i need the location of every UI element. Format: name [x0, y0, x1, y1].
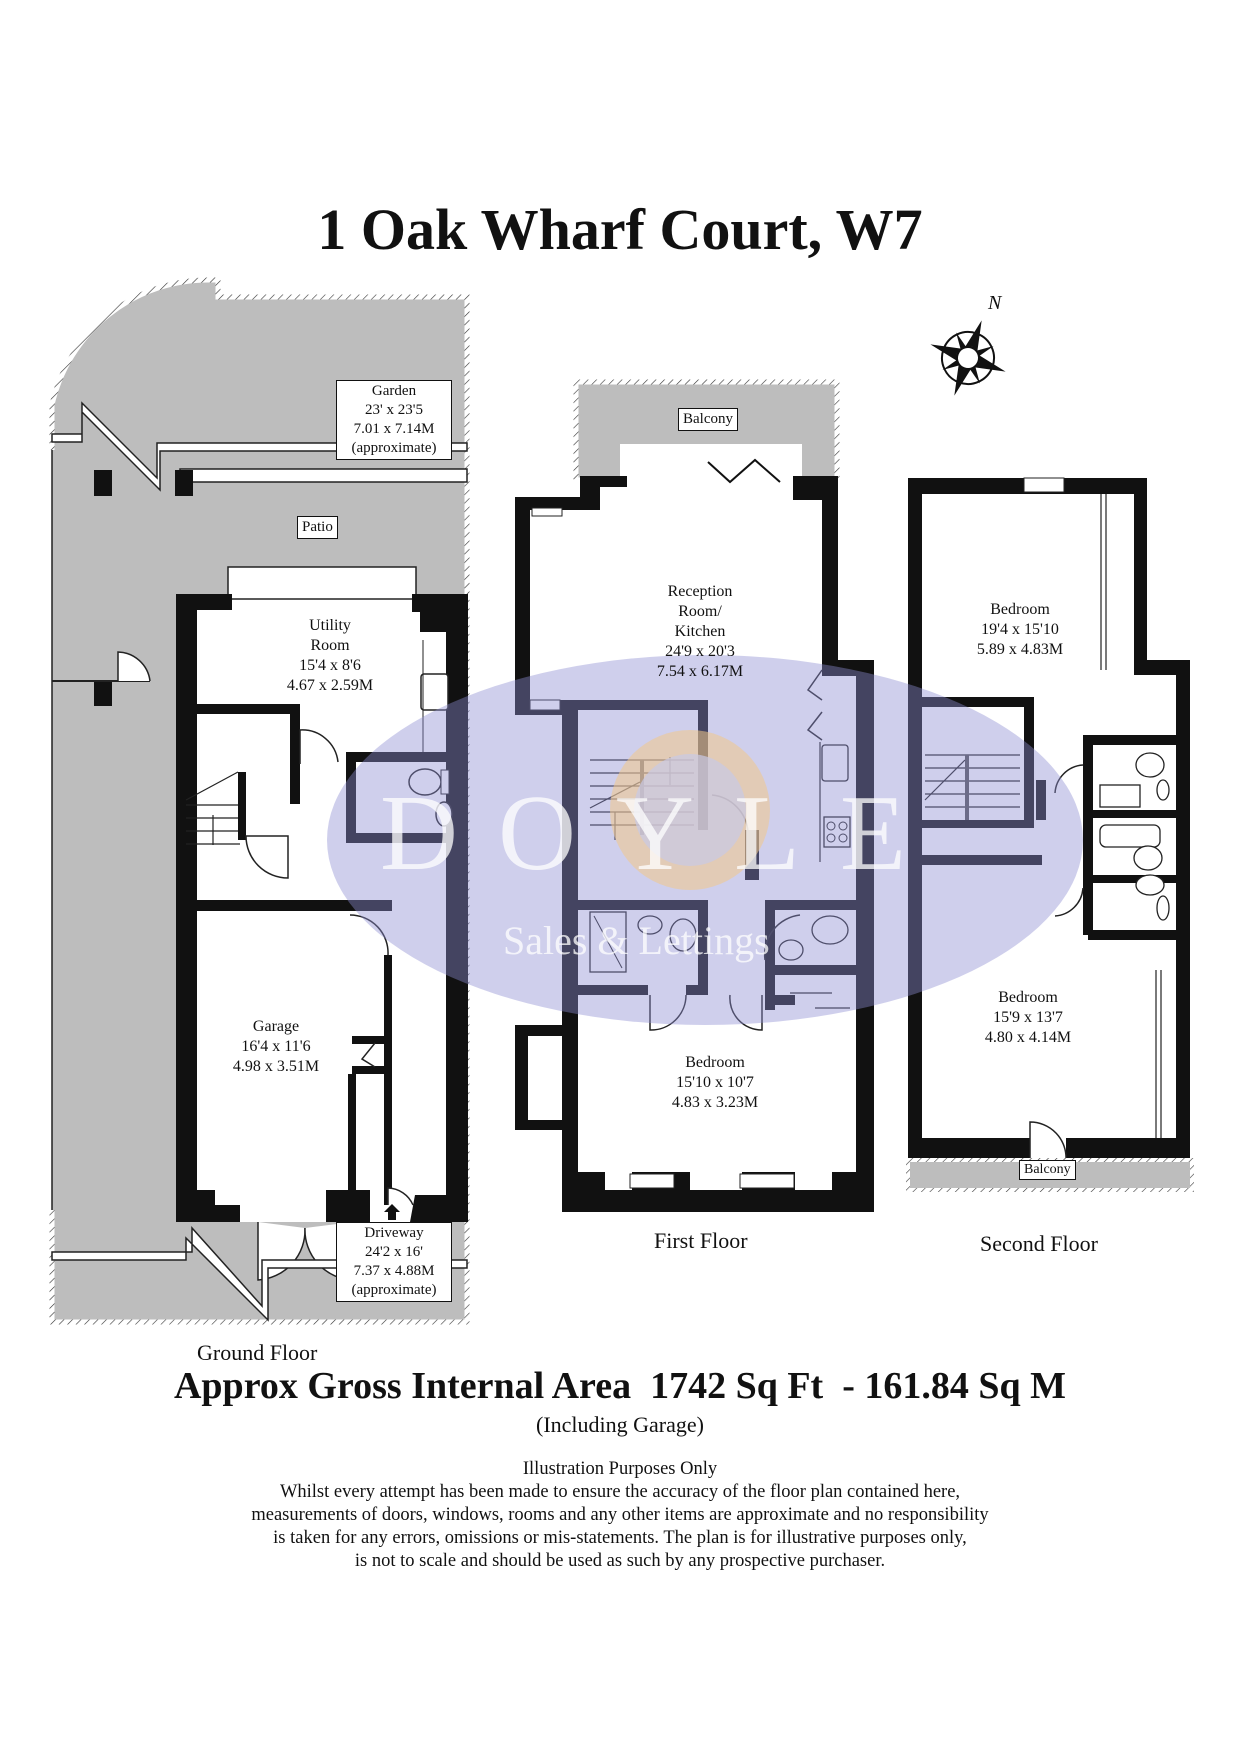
disclaimer-line: is taken for any errors, omissions or mi… [273, 1528, 967, 1548]
room-label-garden: Garden 23' x 23'5 7.01 x 7.14M (approxim… [336, 380, 452, 460]
room-label-bedroom-second-top: Bedroom 19'4 x 15'10 5.89 x 4.83M [976, 601, 1064, 658]
room-label-balcony-second: Balcony [1019, 1160, 1076, 1180]
disclaimer: Illustration Purposes Only Whilst every … [0, 1458, 1240, 1573]
room-label-bedroom-first: Bedroom 15'10 x 10'7 4.83 x 3.23M [671, 1054, 759, 1111]
room-label-reception-kitchen: Reception Room/ Kitchen 24'9 x 20'3 7.54… [656, 583, 744, 680]
disclaimer-line: measurements of doors, windows, rooms an… [251, 1505, 989, 1525]
second-floor-plan [906, 477, 1194, 1192]
floor-label-ground: Ground Floor [197, 1340, 318, 1365]
watermark-brand: DOYLE [380, 774, 946, 893]
compass-rose-icon [930, 320, 1006, 396]
compass-north-label: N [988, 292, 1002, 314]
disclaimer-heading: Illustration Purposes Only [522, 1459, 718, 1479]
room-label-balcony-first: Balcony [678, 408, 738, 431]
area-note: (Including Garage) [536, 1412, 704, 1437]
property-title: 1 Oak Wharf Court, W7 [317, 197, 923, 262]
room-label-bedroom-second-bottom: Bedroom 15'9 x 13'7 4.80 x 4.14M [984, 989, 1072, 1046]
room-label-patio: Patio [297, 516, 338, 539]
room-label-garage: Garage 16'4 x 11'6 4.98 x 3.51M [232, 1018, 320, 1075]
ground-floor-plan [49, 277, 470, 1325]
room-label-utility-room: Utility Room 15'4 x 8'6 4.67 x 2.59M [286, 617, 374, 694]
disclaimer-line: Whilst every attempt has been made to en… [279, 1482, 961, 1502]
gross-internal-area: Approx Gross Internal Area 1742 Sq Ft - … [173, 1365, 1067, 1407]
disclaimer-line: is not to scale and should be used as su… [354, 1551, 886, 1571]
floor-label-second: Second Floor [980, 1231, 1098, 1256]
room-label-driveway: Driveway 24'2 x 16' 7.37 x 4.88M (approx… [336, 1222, 452, 1302]
watermark-tagline: Sales & Lettings [503, 918, 770, 963]
floor-label-first: First Floor [654, 1228, 748, 1253]
